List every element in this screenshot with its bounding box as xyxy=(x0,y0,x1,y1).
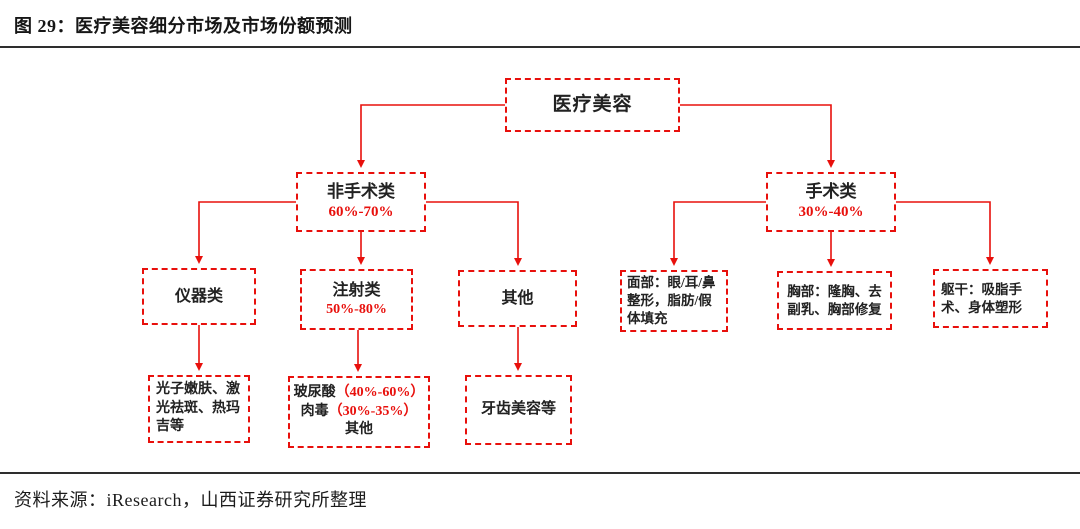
node-non-surgical: 非手术类 60%-70% xyxy=(296,172,426,232)
node-face: 面部：眼/耳/鼻整形，脂肪/假体填充 xyxy=(620,270,728,332)
node-other-detail-label: 牙齿美容等 xyxy=(480,401,556,418)
node-injection-detail-line3: 其他 xyxy=(345,422,373,438)
node-non-surgical-label: 非手术类 xyxy=(327,181,395,201)
node-other: 其他 xyxy=(458,270,577,327)
node-torso-label: 躯干：吸脂手术、身体塑形 xyxy=(941,281,1022,315)
node-injection: 注射类 50%-80% xyxy=(300,269,413,330)
node-other-label: 其他 xyxy=(501,289,534,307)
node-chest-label: 胸部：隆胸、去副乳、胸部修复 xyxy=(787,283,882,317)
node-torso: 躯干：吸脂手术、身体塑形 xyxy=(933,269,1048,328)
footer-divider xyxy=(0,472,1080,474)
node-surgical-label: 手术类 xyxy=(805,181,857,201)
title-divider xyxy=(0,46,1080,48)
node-surgical-share: 30%-40% xyxy=(798,204,864,221)
figure-title: 图 29：医疗美容细分市场及市场份额预测 xyxy=(14,16,353,36)
node-root-label: 医疗美容 xyxy=(552,94,633,116)
node-devices-detail-label: 光子嫩肤、激光祛斑、热玛吉等 xyxy=(156,382,240,435)
node-devices-label: 仪器类 xyxy=(174,287,223,305)
node-non-surgical-share: 60%-70% xyxy=(328,204,394,221)
node-injection-detail-line1: 玻尿酸（40%-60%） xyxy=(293,385,425,401)
node-face-label: 面部：眼/耳/鼻整形，脂肪/假体填充 xyxy=(627,275,716,326)
node-chest: 胸部：隆胸、去副乳、胸部修复 xyxy=(777,271,892,330)
node-devices-detail: 光子嫩肤、激光祛斑、热玛吉等 xyxy=(148,375,250,443)
node-injection-detail-line2: 肉毒（30%-35%） xyxy=(300,403,418,419)
node-devices: 仪器类 xyxy=(142,268,256,325)
node-surgical: 手术类 30%-40% xyxy=(766,172,896,232)
node-root: 医疗美容 xyxy=(505,78,680,132)
node-injection-share: 50%-80% xyxy=(326,301,387,317)
source-note: 资料来源：iResearch，山西证券研究所整理 xyxy=(14,490,367,510)
node-other-detail: 牙齿美容等 xyxy=(465,375,572,445)
node-injection-label: 注射类 xyxy=(332,281,381,299)
node-injection-detail: 玻尿酸（40%-60%） 肉毒（30%-35%） 其他 xyxy=(288,376,430,448)
